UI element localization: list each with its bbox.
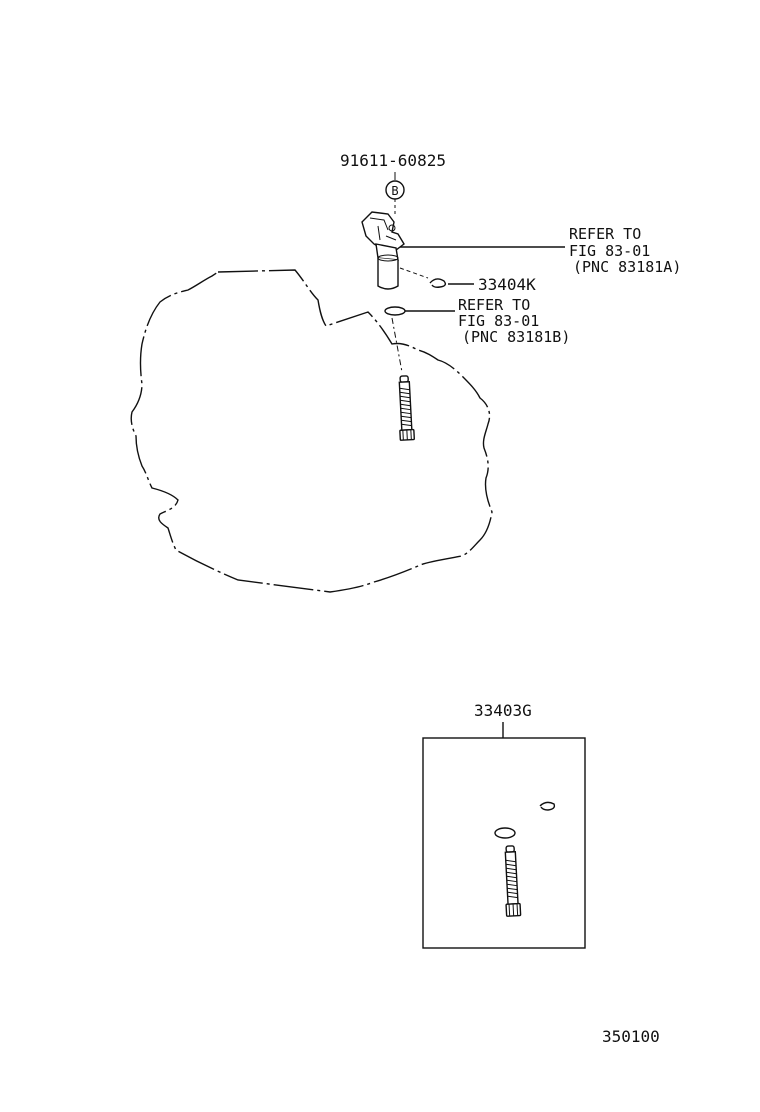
assembly-center-line: [391, 317, 403, 373]
sensor-ref-line1: REFER TO: [569, 225, 641, 243]
kit-o-ring: [494, 827, 516, 839]
driven-gear: [398, 375, 415, 441]
sensor-ref-line3: (PNC 83181A): [573, 258, 681, 276]
kit-box: 33403G: [422, 701, 586, 949]
figure-number: 350100: [602, 1027, 660, 1046]
oring-ref-line1: REFER TO: [458, 296, 530, 314]
oring-reference-note: REFER TO FIG 83-01 (PNC 83181B): [458, 296, 570, 346]
o-ring-part: [384, 306, 455, 316]
kit-driven-gear: [504, 845, 522, 917]
speed-sensor: [361, 211, 405, 290]
clip-part-number: 33404K: [478, 275, 536, 294]
kit-clip: [539, 801, 556, 811]
bolt-part-number: 91611-60825: [340, 151, 446, 170]
kit-part-number: 33403G: [474, 701, 532, 720]
oring-ref-line3: (PNC 83181B): [462, 328, 570, 346]
sensor-ref-line2: FIG 83-01: [569, 242, 650, 260]
bolt-callout: B: [385, 172, 405, 214]
transmission-housing-outline: [130, 269, 493, 593]
clip-part: [399, 267, 474, 288]
oring-ref-line2: FIG 83-01: [458, 312, 539, 330]
sensor-reference-note: REFER TO FIG 83-01 (PNC 83181A): [569, 225, 681, 276]
bolt-mark-label: B: [391, 184, 398, 198]
